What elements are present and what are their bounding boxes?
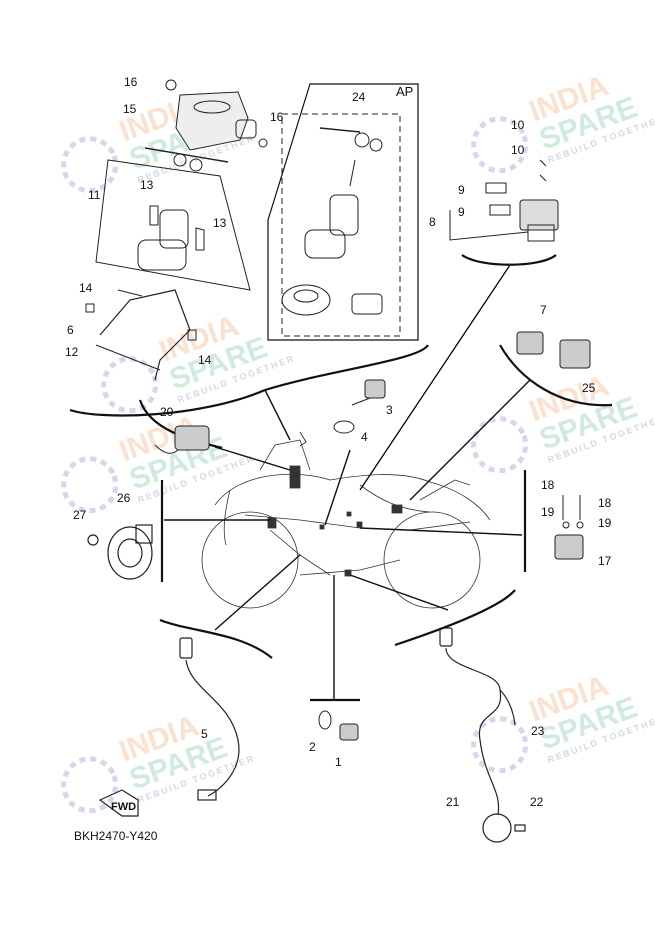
callout-14: 14 [79, 281, 93, 295]
watermark-icon [61, 456, 119, 514]
callout-18: 18 [541, 478, 555, 492]
callout-10: 10 [511, 118, 525, 132]
relay-assembly-8 [449, 159, 559, 242]
sensor-cable-5 [179, 637, 240, 801]
main-switch-assembly [85, 79, 268, 381]
callout-6: 6 [67, 323, 74, 337]
callout-20: 20 [160, 405, 174, 419]
callout-14: 14 [198, 353, 212, 367]
fwd-label: FWD [111, 801, 136, 813]
callout-13: 13 [140, 178, 154, 192]
watermark-icon [471, 416, 529, 474]
switch-1-2 [318, 710, 359, 741]
callout-23: 23 [531, 724, 545, 738]
callout-layer: 1615161113131461214241010998725342026271… [65, 75, 612, 809]
key-set-assembly-24 [281, 113, 401, 337]
sensor-17 [554, 495, 584, 560]
sensor-21-23 [439, 627, 526, 843]
callout-16: 16 [270, 110, 284, 124]
callout-9: 9 [458, 205, 465, 219]
part-code: BKH2470-Y420 [74, 829, 158, 843]
callout-17: 17 [598, 554, 612, 568]
callout-18: 18 [598, 496, 612, 510]
watermark-icon [101, 356, 159, 414]
callout-15: 15 [123, 102, 137, 116]
callout-7: 7 [540, 303, 547, 317]
ap-label: AP [396, 84, 413, 99]
horn-26 [87, 524, 153, 580]
callout-9: 9 [458, 183, 465, 197]
callout-12: 12 [65, 345, 79, 359]
callout-22: 22 [530, 795, 544, 809]
callout-19: 19 [598, 516, 612, 530]
callout-13: 13 [213, 216, 227, 230]
callout-16: 16 [124, 75, 138, 89]
callout-21: 21 [446, 795, 460, 809]
callout-4: 4 [361, 430, 368, 444]
relay-7-and-25 [516, 331, 591, 369]
callout-3: 3 [386, 403, 393, 417]
callout-27: 27 [73, 508, 87, 522]
callout-24: 24 [352, 90, 366, 104]
leader-lines [69, 83, 613, 702]
callout-5: 5 [201, 727, 208, 741]
callout-1: 1 [335, 755, 342, 769]
switch-20 [154, 425, 210, 454]
callout-26: 26 [117, 491, 131, 505]
forward-direction-arrow: FWD [98, 789, 139, 817]
callout-11: 11 [88, 188, 101, 202]
callout-2: 2 [309, 740, 316, 754]
callout-19: 19 [541, 505, 555, 519]
callout-25: 25 [582, 381, 596, 395]
callout-10: 10 [511, 143, 525, 157]
callout-8: 8 [429, 215, 436, 229]
watermark-icon [471, 716, 529, 774]
sensor-3-4 [333, 379, 386, 434]
